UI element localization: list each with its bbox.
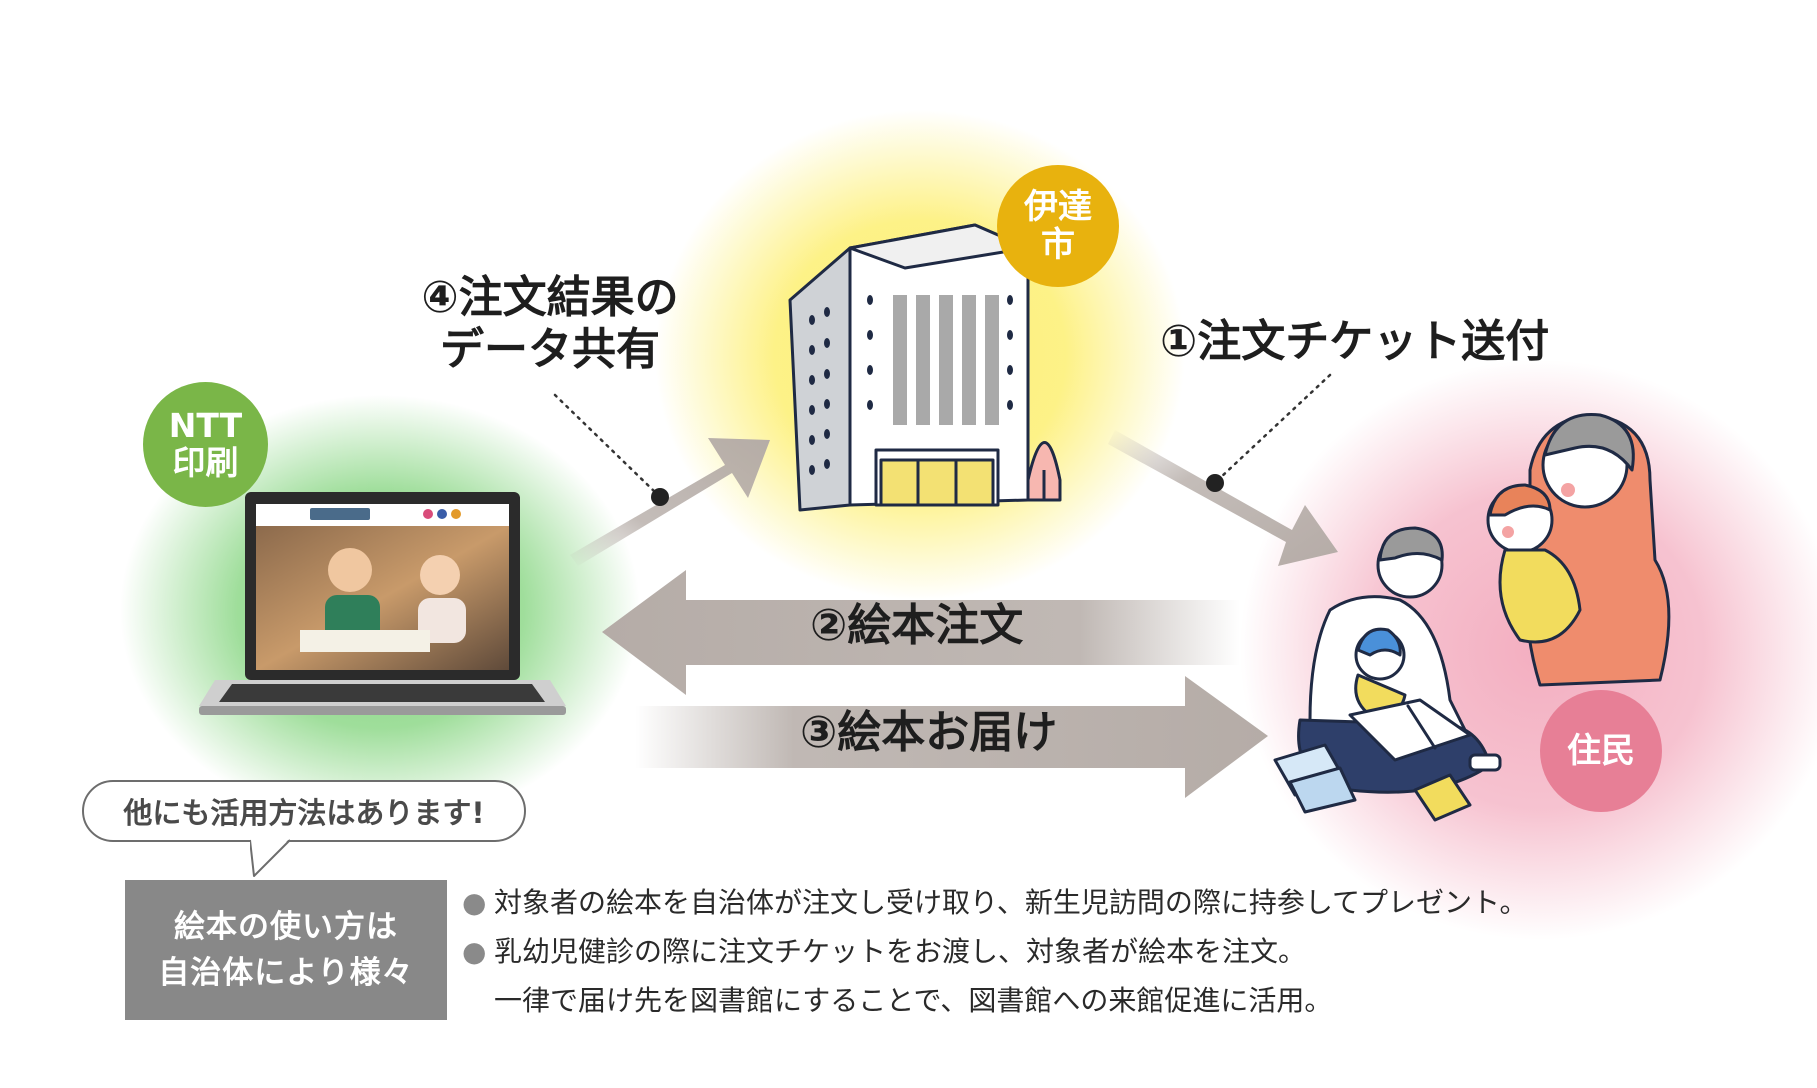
speech-bubble: 他にも活用方法はあります! xyxy=(82,780,526,842)
city-badge-line2: 市 xyxy=(1041,225,1075,265)
ntt-badge: NTT 印刷 xyxy=(143,382,268,507)
laptop-illustration xyxy=(199,492,566,715)
ntt-badge-line2: 印刷 xyxy=(172,442,239,482)
usage-notes: ●対象者の絵本を自治体が注文し受け取り、新生児訪問の際に持参してプレゼント。 ●… xyxy=(462,878,1792,1025)
usage-note-2-bullet: ● xyxy=(462,935,487,968)
flow-label-step2: ②絵本注文 xyxy=(810,600,1023,652)
arrow-step4-to-city xyxy=(570,438,770,566)
flow-label-step4-line1: ④注文結果の xyxy=(421,272,679,323)
city-hall-building xyxy=(788,223,1062,512)
leader-line-step1 xyxy=(1218,373,1332,480)
usage-note-2-text: 乳幼児健診の際に注文チケットをお渡し、対象者が絵本を注文。 xyxy=(494,935,1307,968)
usage-note-3-text: 一律で届け先を図書館にすることで、図書館への来館促進に活用。 xyxy=(494,984,1333,1017)
usage-box: 絵本の使い方は 自治体により様々 xyxy=(125,880,447,1020)
usage-note-1: ●対象者の絵本を自治体が注文し受け取り、新生児訪問の際に持参してプレゼント。 xyxy=(462,878,1792,927)
usage-note-2: ●乳幼児健診の際に注文チケットをお渡し、対象者が絵本を注文。 xyxy=(462,927,1792,976)
arrow-step1-to-residents xyxy=(1108,430,1338,566)
flow-label-step1: ①注文チケット送付 xyxy=(1160,316,1549,368)
usage-note-1-text: 対象者の絵本を自治体が注文し受け取り、新生児訪問の際に持参してプレゼント。 xyxy=(494,886,1528,919)
flow-label-step3: ③絵本お届け xyxy=(800,707,1057,759)
leader-dot-step4 xyxy=(651,488,669,506)
residents-badge: 住民 xyxy=(1540,690,1662,812)
flow-label-step3-text: ③絵本お届け xyxy=(800,707,1058,758)
usage-box-line1: 絵本の使い方は xyxy=(174,908,398,945)
leader-line-step4 xyxy=(553,393,658,495)
usage-box-line2: 自治体により様々 xyxy=(158,955,414,991)
residents-badge-label: 住民 xyxy=(1567,730,1635,771)
arrow-step2-to-ntt xyxy=(602,570,1240,695)
usage-note-1-bullet: ● xyxy=(462,886,487,919)
residents-family-illustration xyxy=(1273,413,1671,822)
city-badge: 伊達 市 xyxy=(997,165,1119,287)
flow-label-step4: ④注文結果の データ共有 xyxy=(395,272,705,376)
arrow-step3-to-residents xyxy=(635,676,1268,798)
ntt-badge-line1: NTT xyxy=(168,405,243,445)
residents-glow xyxy=(1240,360,1817,940)
flow-label-step1-text: ①注文チケット送付 xyxy=(1160,316,1550,367)
city-badge-line1: 伊達 xyxy=(1024,186,1092,227)
speech-bubble-tail xyxy=(250,838,291,877)
flow-label-step4-line2: データ共有 xyxy=(440,323,660,375)
flow-label-step2-text: ②絵本注文 xyxy=(810,600,1024,651)
usage-note-3: 一律で届け先を図書館にすることで、図書館への来館促進に活用。 xyxy=(462,976,1792,1025)
speech-bubble-text: 他にも活用方法はあります! xyxy=(123,796,485,830)
leader-dot-step1 xyxy=(1206,474,1224,492)
